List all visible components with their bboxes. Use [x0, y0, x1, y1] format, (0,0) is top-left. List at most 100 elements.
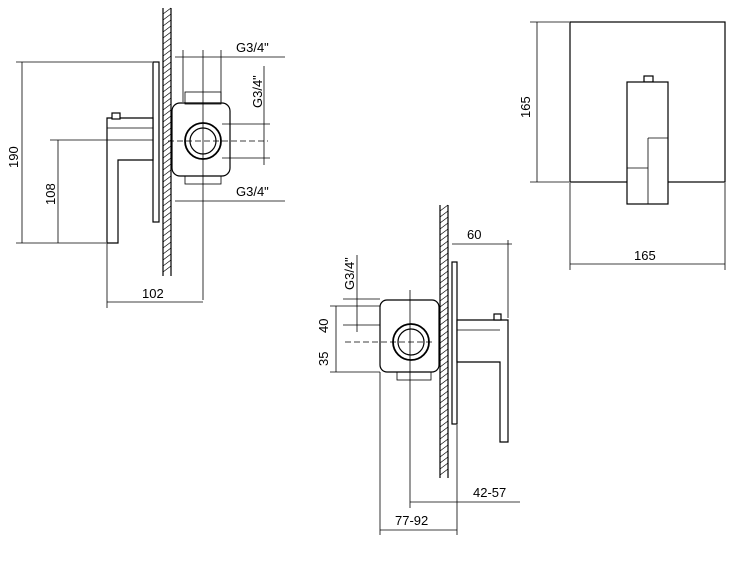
hatch-line: [439, 222, 449, 230]
dim-plate-height: 165: [518, 96, 533, 118]
hatch-line: [162, 19, 172, 27]
hatch-line: [162, 85, 172, 93]
hatch-line: [439, 378, 449, 386]
hatch-line: [162, 181, 172, 189]
hatch-line: [439, 402, 449, 410]
hatch-line: [162, 199, 172, 207]
hatch-line: [162, 151, 172, 159]
hatch-line: [439, 252, 449, 260]
hatch-line: [162, 25, 172, 33]
hatch-line: [439, 306, 449, 314]
cover-plate-side: [152, 61, 160, 223]
dim-body-depth: 77-92: [395, 513, 428, 528]
lever-handle-side: [106, 112, 154, 244]
hatch-line: [439, 312, 449, 320]
hatch-line: [162, 253, 172, 261]
hatch-line: [439, 246, 449, 254]
hatch-line: [162, 79, 172, 87]
hatch-line: [162, 37, 172, 45]
hatch-line: [439, 432, 449, 440]
hatch-line: [439, 264, 449, 272]
hatch-line: [162, 61, 172, 69]
hatch-line: [162, 55, 172, 63]
hatch-line: [439, 372, 449, 380]
hatch-line: [162, 259, 172, 267]
hatch-line: [439, 342, 449, 350]
hatch-line: [439, 216, 449, 224]
hatch-line: [162, 229, 172, 237]
hatch-line: [162, 217, 172, 225]
hatch-line: [439, 324, 449, 332]
hatch-line: [162, 109, 172, 117]
dim-plate-width: 165: [634, 248, 656, 263]
hatch-line: [439, 228, 449, 236]
hatch-line: [162, 157, 172, 165]
hatch-line: [439, 396, 449, 404]
hatch-line: [439, 444, 449, 452]
hatch-line: [439, 426, 449, 434]
dim-thread-bottom: G3/4": [236, 184, 269, 199]
hatch-line: [162, 223, 172, 231]
hatch-line: [439, 240, 449, 248]
hatch-line: [439, 360, 449, 368]
hatch-line: [439, 390, 449, 398]
hatch-line: [439, 438, 449, 446]
dim-offset-upper: 40: [316, 319, 331, 333]
hatch-line: [162, 67, 172, 75]
hatch-line: [439, 282, 449, 290]
dim-depth: 102: [142, 286, 164, 301]
hatch-line: [439, 300, 449, 308]
hatch-line: [439, 330, 449, 338]
hatch-line: [162, 121, 172, 129]
hatch-line: [162, 73, 172, 81]
lever-handle-front: [626, 75, 669, 205]
lever-handle-section: [456, 313, 509, 443]
hatch-line: [439, 318, 449, 326]
dim-lever-height: 108: [43, 183, 58, 205]
dim-thread-top: G3/4": [236, 40, 269, 55]
hatch-line: [162, 205, 172, 213]
hatch-line: [439, 468, 449, 476]
hatch-line: [162, 13, 172, 21]
dim-height-overall: 190: [6, 146, 21, 168]
side-view: G3/4" G3/4" G3/4" 190 108 102: [6, 7, 285, 308]
hatch-line: [162, 175, 172, 183]
hatch-line: [162, 127, 172, 135]
valve-body-section: [379, 299, 440, 373]
hatch-line: [439, 456, 449, 464]
cover-plate-section: [451, 261, 458, 425]
hatch-line: [439, 348, 449, 356]
hatch-line: [439, 210, 449, 218]
hatch-line: [439, 234, 449, 242]
hatch-line: [439, 366, 449, 374]
hatch-line: [439, 270, 449, 278]
hatch-line: [439, 294, 449, 302]
hatch-line: [162, 169, 172, 177]
hatch-line: [439, 462, 449, 470]
dim-section-thread: G3/4": [342, 257, 357, 290]
hatch-line: [162, 163, 172, 171]
hatch-line: [162, 115, 172, 123]
wall-hatch-section: [439, 204, 449, 478]
hatch-line: [162, 145, 172, 153]
hatch-line: [162, 49, 172, 57]
hatch-line: [439, 408, 449, 416]
hatch-line: [439, 354, 449, 362]
hatch-line: [439, 420, 449, 428]
hatch-line: [162, 103, 172, 111]
hatch-line: [439, 258, 449, 266]
hatch-line: [439, 288, 449, 296]
hatch-line: [162, 265, 172, 273]
hatch-line: [162, 43, 172, 51]
hatch-line: [162, 187, 172, 195]
dim-projection: 42-57: [473, 485, 506, 500]
hatch-line: [162, 97, 172, 105]
hatch-line: [439, 276, 449, 284]
hatch-line: [162, 193, 172, 201]
hatch-line: [439, 450, 449, 458]
hatch-line: [439, 336, 449, 344]
dim-thread-side: G3/4": [250, 75, 265, 108]
wall-hatch-side: [162, 7, 172, 276]
hatch-line: [162, 7, 172, 15]
